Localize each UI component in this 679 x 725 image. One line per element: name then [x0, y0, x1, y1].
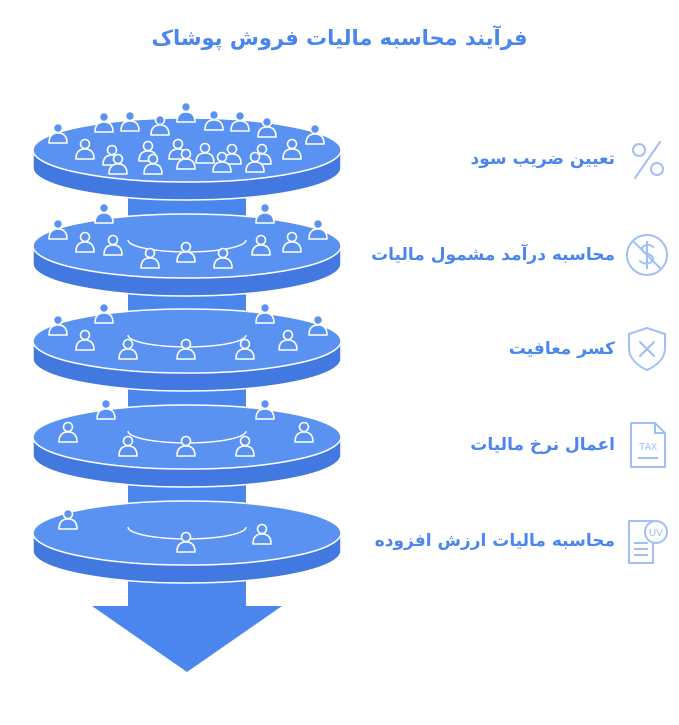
shield-x-icon — [628, 327, 666, 371]
person-figure — [252, 523, 272, 545]
person-figure — [255, 398, 275, 420]
person-figure — [120, 110, 140, 132]
disc-level-4 — [32, 398, 342, 488]
person-figure — [140, 247, 160, 269]
person-figure — [235, 435, 255, 457]
person-figure — [176, 435, 196, 457]
person-figure — [94, 302, 114, 324]
person-figure — [48, 218, 68, 240]
person-figure — [255, 202, 275, 224]
person-figure — [143, 153, 163, 175]
person-figure — [251, 234, 271, 256]
person-figure — [58, 421, 78, 443]
person-figure — [48, 122, 68, 144]
person-figure — [212, 151, 232, 173]
person-figure — [308, 314, 328, 336]
person-figure — [48, 314, 68, 336]
person-figure — [75, 138, 95, 160]
person-figure — [308, 218, 328, 240]
disc-level-3 — [32, 302, 342, 392]
person-figure — [235, 338, 255, 360]
person-figure — [75, 329, 95, 351]
person-figure — [118, 338, 138, 360]
person-figure — [176, 338, 196, 360]
person-figure — [245, 151, 265, 173]
step-4: TAX اعمال نرخ مالیات — [470, 420, 671, 470]
person-figure — [257, 116, 277, 138]
person-figure — [108, 153, 128, 175]
person-figure — [213, 247, 233, 269]
down-arrow — [92, 600, 282, 672]
person-figure — [75, 231, 95, 253]
person-figure — [204, 109, 224, 131]
step-3: کسر معافیت — [509, 324, 671, 374]
person-figure — [118, 435, 138, 457]
step-label: کسر معافیت — [508, 339, 615, 359]
person-figure — [282, 231, 302, 253]
person-figure — [103, 234, 123, 256]
person-figure — [94, 202, 114, 224]
disc-level-5 — [32, 500, 342, 584]
person-figure — [278, 329, 298, 351]
person-figure — [176, 148, 196, 170]
step-label: اعمال نرخ مالیات — [470, 435, 615, 455]
step-5: UV محاسبه مالیات ارزش افزوده — [375, 516, 671, 566]
person-figure — [176, 101, 196, 123]
person-figure — [150, 114, 170, 136]
person-figure — [230, 110, 250, 132]
person-figure — [176, 241, 196, 263]
vat-invoice-icon: UV — [628, 520, 668, 564]
person-figure — [294, 421, 314, 443]
percent-icon — [632, 141, 664, 179]
step-2: محاسبه درآمد مشمول مالیات — [371, 230, 671, 280]
svg-text:UV: UV — [649, 528, 663, 539]
disc-level-2 — [32, 202, 342, 297]
person-figure — [176, 531, 196, 553]
step-label: محاسبه درآمد مشمول مالیات — [371, 245, 615, 265]
step-1: تعیین ضریب سود — [471, 134, 671, 184]
step-label: تعیین ضریب سود — [470, 149, 615, 169]
person-figure — [255, 302, 275, 324]
person-figure — [305, 123, 325, 145]
person-figure — [94, 111, 114, 133]
step-label: محاسبه مالیات ارزش افزوده — [374, 531, 615, 551]
person-figure — [282, 138, 302, 160]
page-title: فرآیند محاسبه مالیات فروش پوشاک — [151, 26, 528, 50]
person-figure — [58, 508, 78, 530]
no-dollar-icon — [626, 234, 668, 276]
disc-level-1 — [32, 101, 342, 201]
svg-text:TAX: TAX — [639, 442, 657, 453]
person-figure — [195, 142, 215, 164]
person-figure — [96, 398, 116, 420]
tax-document-icon: TAX — [630, 422, 666, 468]
person-figure — [222, 143, 242, 165]
